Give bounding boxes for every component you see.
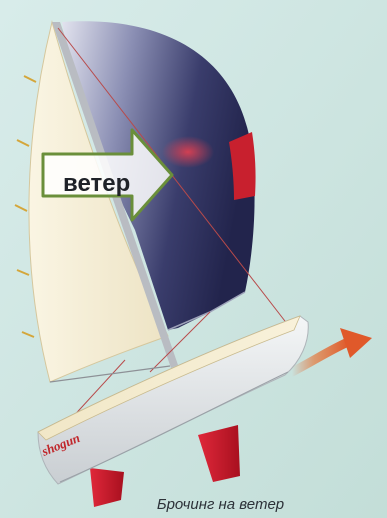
pressure-glow bbox=[162, 136, 214, 168]
wind-label: ветер bbox=[63, 170, 130, 197]
diagram-caption: Брочинг на ветер bbox=[0, 496, 387, 513]
